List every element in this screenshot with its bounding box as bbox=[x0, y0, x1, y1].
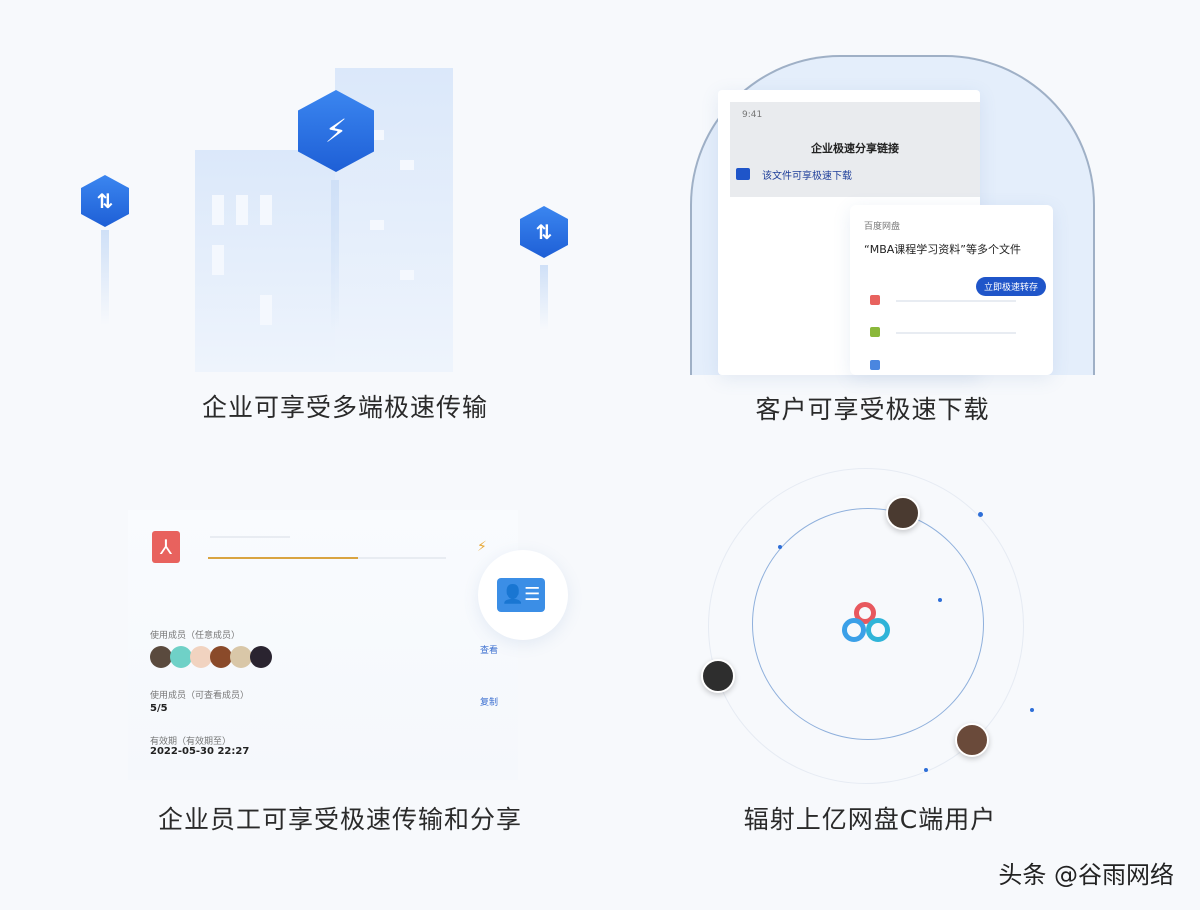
avatar bbox=[701, 659, 735, 693]
window bbox=[212, 245, 224, 275]
baidu-netdisk-logo bbox=[838, 600, 894, 646]
orbit-dot bbox=[778, 545, 782, 549]
download-banner: 该文件可享极速下载 bbox=[762, 171, 852, 182]
watermark: 头条 @谷雨网络 bbox=[998, 861, 1174, 889]
orbit-dot bbox=[938, 598, 942, 602]
view-link[interactable]: 查看 bbox=[480, 646, 499, 656]
filename-line bbox=[210, 536, 290, 538]
file-icon bbox=[870, 327, 880, 337]
share-card: 百度网盘 “MBA课程学习资料”等多个文件 立即极速转存 bbox=[850, 205, 1053, 375]
window bbox=[370, 130, 384, 140]
baidu-netdisk-brand: 百度网盘 bbox=[864, 222, 901, 232]
progress-bar-track bbox=[358, 557, 446, 559]
copy-link[interactable]: 复制 bbox=[480, 698, 499, 708]
orbit-dot bbox=[1030, 708, 1034, 712]
transfer-icon: ⇅ bbox=[81, 175, 129, 227]
orbit-dot bbox=[978, 512, 983, 517]
avatar bbox=[250, 646, 272, 668]
pdf-icon: ⅄ bbox=[152, 531, 180, 563]
phone-header: 9:41 企业极速分享链接 bbox=[730, 102, 980, 197]
lightning-icon: ⚡ bbox=[477, 539, 487, 555]
detail-label: 有效期（有效期至） bbox=[150, 737, 232, 747]
caption: 企业可享受多端极速传输 bbox=[201, 393, 488, 422]
avatar bbox=[230, 646, 252, 668]
avatar bbox=[170, 646, 192, 668]
orbit-dot bbox=[924, 768, 928, 772]
window bbox=[212, 195, 224, 225]
caption: 客户可享受极速下载 bbox=[755, 395, 990, 424]
file-summary: “MBA课程学习资料”等多个文件 bbox=[864, 243, 1021, 256]
window bbox=[260, 195, 272, 225]
file-icon bbox=[870, 360, 880, 370]
window bbox=[370, 220, 384, 230]
detail-label: 使用成员（可查看成员） bbox=[150, 691, 250, 701]
avatar bbox=[955, 723, 989, 757]
member-avatars bbox=[150, 646, 280, 670]
status-time: 9:41 bbox=[742, 110, 763, 120]
window bbox=[400, 160, 414, 170]
transfer-icon: ⇅ bbox=[520, 206, 568, 258]
pole bbox=[101, 230, 109, 325]
file-line bbox=[896, 300, 1016, 302]
outer-orbit bbox=[708, 468, 1024, 784]
avatar bbox=[210, 646, 232, 668]
avatar bbox=[886, 496, 920, 530]
pole bbox=[331, 180, 339, 330]
avatar bbox=[190, 646, 212, 668]
ticket-icon bbox=[736, 168, 750, 180]
progress-bar-fill bbox=[208, 557, 358, 559]
contact-badge: 👤☰ bbox=[478, 550, 568, 640]
window bbox=[260, 295, 272, 325]
detail-value: 2022-05-30 22:27 bbox=[150, 746, 250, 757]
caption: 辐射上亿网盘C端用户 bbox=[743, 805, 997, 834]
detail-label: 使用成员（任意成员） bbox=[150, 631, 241, 641]
file-line bbox=[896, 332, 1016, 334]
window bbox=[400, 270, 414, 280]
instant-save-button[interactable]: 立即极速转存 bbox=[976, 277, 1047, 296]
inner-orbit bbox=[752, 508, 984, 740]
pole bbox=[540, 265, 548, 330]
caption: 企业员工可享受极速传输和分享 bbox=[157, 805, 522, 834]
avatar bbox=[150, 646, 172, 668]
file-icon bbox=[870, 295, 880, 305]
window bbox=[236, 195, 248, 225]
detail-value: 5/5 bbox=[150, 703, 168, 714]
share-panel bbox=[128, 510, 518, 780]
contact-card-icon: 👤☰ bbox=[497, 578, 545, 612]
phone-title: 企业极速分享链接 bbox=[811, 142, 899, 155]
